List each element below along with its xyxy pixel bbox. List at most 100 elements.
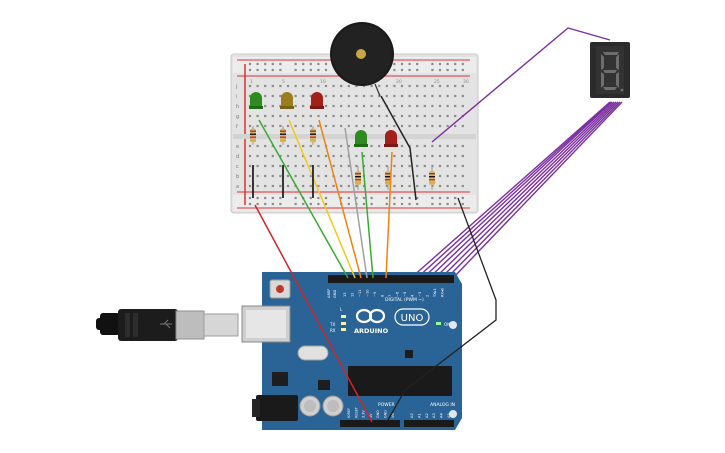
power-pin-label: 5V <box>369 413 373 418</box>
digital-pin-label: 7 <box>388 295 392 297</box>
power-pin-label: RESET <box>354 406 358 418</box>
analog-label: ANALOG IN <box>430 402 455 408</box>
digital-pin-label: ~10 <box>366 289 370 297</box>
digital-pin-label: RX◂0 <box>441 287 445 297</box>
resistor[interactable] <box>385 166 391 190</box>
wire-red <box>254 204 373 423</box>
led-yellow[interactable] <box>280 92 294 109</box>
resistor[interactable] <box>280 126 286 145</box>
l-label: L <box>340 307 343 312</box>
seven-segment-wires[interactable] <box>410 27 623 279</box>
ground-jumpers[interactable] <box>252 165 314 198</box>
smd-chip <box>318 380 330 390</box>
row-label: g <box>236 114 239 120</box>
usb-cable[interactable] <box>96 309 239 341</box>
column-label: 10 <box>320 79 326 85</box>
power-pin-label: GND <box>384 410 388 418</box>
column-label: 5 <box>282 79 285 85</box>
wire-orange-2 <box>385 151 393 279</box>
column-label: 20 <box>396 79 402 85</box>
on-led <box>436 322 441 325</box>
analog-pin-label: A0 <box>410 413 414 418</box>
analog-pin-label: A5 <box>447 413 451 418</box>
voltage-regulator <box>272 372 288 386</box>
breadboard-row-labels: j i h g f e d c b a <box>235 84 239 190</box>
digital-pin-label: ~9 <box>373 291 377 297</box>
wire-green-1 <box>258 119 349 279</box>
column-label: 1 <box>250 79 253 85</box>
seven-segment-digit <box>601 52 624 92</box>
resistor[interactable] <box>355 166 361 190</box>
wire-orange-1 <box>318 119 362 279</box>
digital-pin-label: 4 <box>411 294 415 297</box>
analog-pin-label: A2 <box>425 413 429 418</box>
power-header[interactable] <box>340 420 400 427</box>
wire-black-ground <box>387 197 497 421</box>
row-label: h <box>236 104 239 110</box>
wire-green-2 <box>361 151 374 279</box>
power-pin-label: IOREF <box>347 408 351 418</box>
row-label: d <box>236 154 239 160</box>
led-green-1[interactable] <box>249 92 263 109</box>
row-label: e <box>236 144 239 150</box>
power-label: POWER <box>378 402 395 408</box>
digital-pin-label: ~6 <box>396 291 400 297</box>
resistors[interactable] <box>250 126 435 190</box>
row-label: c <box>236 164 239 170</box>
aref-label: AREF <box>327 289 331 298</box>
wire-yellow <box>288 119 356 279</box>
analog-pin-label: A4 <box>440 413 444 418</box>
model-label: UNO <box>401 313 424 324</box>
digital-pin-label: ~3 <box>418 292 422 297</box>
resistor[interactable] <box>429 166 435 190</box>
wire-gray <box>344 127 368 279</box>
atmega-chip <box>348 366 452 396</box>
led-green-2[interactable] <box>354 130 368 147</box>
arduino-uno-board: ARDUINO UNO DIGITAL (PWM ~) POWER ANALOG… <box>241 272 462 430</box>
arduino-logo <box>355 308 386 324</box>
digital-pin-label: 12 <box>351 292 355 297</box>
wire-black-buzzer <box>380 95 417 201</box>
row-label: i <box>236 94 237 100</box>
power-pin-label: GND <box>376 410 380 418</box>
gnd-label: GND <box>333 290 337 298</box>
column-label: 30 <box>463 79 469 85</box>
digital-pin-label: ~5 <box>403 292 407 297</box>
crystal-oscillator <box>297 345 329 361</box>
rx-led <box>341 328 346 331</box>
l-led <box>341 315 346 318</box>
tx-label: TX <box>329 322 335 327</box>
digital-header[interactable] <box>328 275 454 283</box>
column-label: 25 <box>434 79 440 85</box>
seven-segment-display[interactable] <box>590 42 630 98</box>
resistor[interactable] <box>250 126 256 145</box>
usb-icon <box>160 319 172 329</box>
rx-label: RX <box>330 328 336 333</box>
digital-pin-label: 2 <box>426 295 430 297</box>
row-label: b <box>236 174 239 180</box>
row-label: j <box>235 84 237 90</box>
resistor[interactable] <box>310 126 316 145</box>
led-red-1[interactable] <box>310 92 324 109</box>
on-label: ON <box>444 322 450 327</box>
reset-button[interactable] <box>269 279 291 299</box>
signal-wires[interactable] <box>254 95 497 423</box>
piezo-buzzer[interactable] <box>330 22 394 97</box>
tx-led <box>341 322 346 325</box>
analog-pin-label: A3 <box>432 413 436 418</box>
led-red-2[interactable] <box>384 130 398 147</box>
power-jack[interactable] <box>252 395 298 421</box>
analog-header[interactable] <box>404 420 454 427</box>
arduino-brand: ARDUINO <box>354 327 389 335</box>
row-label: a <box>236 184 239 190</box>
breadboard: j i h g f e d c b a 1 5 10 15 20 25 30 <box>230 53 479 214</box>
row-label: f <box>236 124 238 130</box>
capacitors <box>299 395 344 417</box>
digital-header-label: DIGITAL (PWM ~) <box>385 297 424 303</box>
usb-port[interactable] <box>241 305 291 343</box>
digital-pin-label: ~11 <box>358 289 362 297</box>
